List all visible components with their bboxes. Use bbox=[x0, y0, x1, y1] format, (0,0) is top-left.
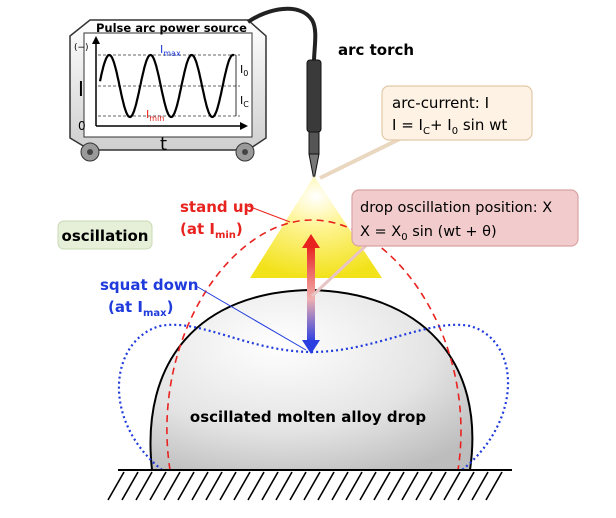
wheel-hub-left bbox=[87, 149, 93, 155]
hatch-line bbox=[415, 471, 433, 501]
hatch-line bbox=[289, 471, 307, 501]
torch-label: arc torch bbox=[338, 41, 414, 59]
hatch-line bbox=[275, 471, 293, 501]
x-axis-arrow-icon bbox=[240, 122, 248, 130]
hatch-line bbox=[177, 471, 195, 501]
hatch-line bbox=[443, 471, 461, 501]
hatch-line bbox=[331, 471, 349, 501]
hatch-line bbox=[359, 471, 377, 501]
drop-position-box: drop oscillation position: X X = X0 sin … bbox=[351, 189, 579, 247]
squat-down-label: squat down (at Imax) bbox=[100, 276, 307, 351]
axis-x-label: t bbox=[160, 134, 167, 155]
hatch-line bbox=[401, 471, 419, 501]
minus-sign: (−) bbox=[74, 43, 89, 53]
current-waveform bbox=[98, 53, 235, 119]
origin-label: 0 bbox=[78, 119, 86, 133]
wheel-hub-right bbox=[242, 149, 248, 155]
hatch-line bbox=[247, 471, 265, 501]
arrow-down-icon bbox=[302, 340, 320, 354]
hatch-line bbox=[457, 471, 475, 501]
ic-label: IC bbox=[240, 94, 249, 109]
axis-y-label: I bbox=[78, 77, 84, 101]
oscillation-badge: oscillation bbox=[57, 220, 153, 250]
hatch-line bbox=[219, 471, 237, 501]
hatch-line bbox=[345, 471, 363, 501]
drop-position-pointer bbox=[310, 238, 374, 298]
hatch-line bbox=[303, 471, 321, 501]
imin-label: Imin bbox=[146, 108, 164, 123]
ground-hatching bbox=[107, 471, 503, 501]
drop-label: oscillated molten alloy drop bbox=[190, 408, 426, 426]
power-source-screen bbox=[83, 32, 253, 138]
arc-torch bbox=[306, 59, 322, 181]
hatch-line bbox=[121, 471, 139, 501]
y-axis-arrow-icon bbox=[92, 36, 100, 44]
squat-down-condition: (at Imax) bbox=[108, 298, 173, 319]
stand-up-condition: (at Imin) bbox=[180, 220, 243, 241]
hatch-line bbox=[317, 471, 335, 501]
hatch-line bbox=[471, 471, 489, 501]
hatch-line bbox=[163, 471, 181, 501]
torch-body bbox=[306, 59, 322, 133]
torch-tip bbox=[308, 153, 320, 181]
oscillation-badge-label: oscillation bbox=[62, 227, 149, 245]
squat-down-title: squat down bbox=[100, 276, 198, 294]
stand-up-profile bbox=[166, 219, 462, 471]
stand-up-title: stand up bbox=[180, 198, 255, 216]
hatch-line bbox=[149, 471, 167, 501]
drop-position-title: drop oscillation position: X bbox=[360, 200, 552, 216]
hatch-line bbox=[485, 471, 503, 501]
hatch-line bbox=[205, 471, 223, 501]
arc-current-box: arc-current: I I = IC+ I0 sin wt bbox=[381, 85, 533, 141]
hatch-line bbox=[373, 471, 391, 501]
stand-up-pointer bbox=[247, 205, 291, 223]
arc-current-formula: I = IC+ I0 sin wt bbox=[392, 116, 507, 137]
drop-position-formula: X = X0 sin (wt + θ) bbox=[360, 224, 497, 243]
arc-glow bbox=[250, 176, 382, 278]
power-source: Pulse arc power source (−) I 0 t Imax Im… bbox=[69, 19, 267, 162]
hatch-line bbox=[135, 471, 153, 501]
squat-down-pointer bbox=[195, 285, 307, 351]
hatch-line bbox=[191, 471, 209, 501]
arrow-up-icon bbox=[302, 234, 320, 248]
imax-label: Imax bbox=[160, 43, 181, 58]
torch-neck bbox=[308, 131, 320, 155]
hatch-line bbox=[387, 471, 405, 501]
i0-label: I0 bbox=[240, 63, 248, 78]
hatch-line bbox=[233, 471, 251, 501]
arc-current-title: arc-current: I bbox=[392, 94, 489, 112]
hatch-line bbox=[429, 471, 447, 501]
power-source-title: Pulse arc power source bbox=[96, 21, 247, 35]
hatch-line bbox=[107, 471, 125, 501]
oscillation-arrow-shaft bbox=[307, 246, 315, 342]
hatch-line bbox=[261, 471, 279, 501]
stand-up-label: stand up (at Imin) bbox=[180, 198, 291, 241]
torch-cable bbox=[246, 6, 318, 63]
